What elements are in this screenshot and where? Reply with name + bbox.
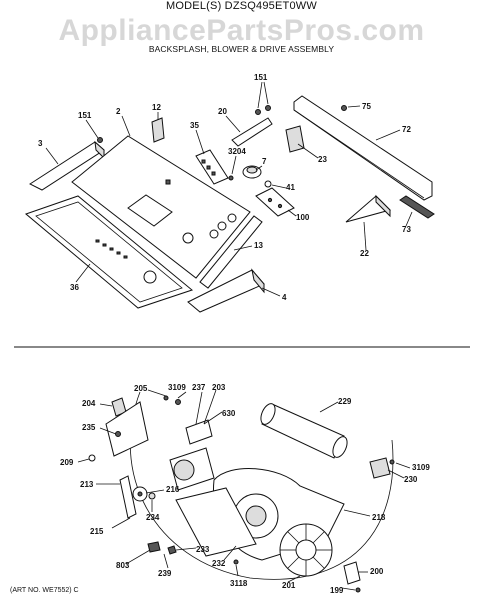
part-label: 4 xyxy=(282,293,287,302)
screw-151 xyxy=(97,105,271,143)
part-label: 22 xyxy=(360,249,369,258)
model-title: MODEL(S) DZSQ495ET0WW xyxy=(166,0,317,12)
part-label: 3109 xyxy=(412,463,430,472)
leader-lines-bottom xyxy=(77,389,411,591)
part-label: 35 xyxy=(190,121,199,130)
belt-loop xyxy=(129,391,394,580)
part-label: 233 xyxy=(196,545,210,554)
part-803-clip xyxy=(147,541,161,553)
part-3-side xyxy=(94,140,105,160)
part-234 xyxy=(148,492,156,500)
part-label: 201 xyxy=(282,581,296,590)
part-203-bracket xyxy=(185,419,213,445)
part-35-switch xyxy=(195,149,229,185)
art-number: (ART NO. WE7552) C xyxy=(10,587,79,594)
part-4-endcap xyxy=(187,269,265,313)
part-239-clip xyxy=(167,545,177,555)
blower-drive-assembly xyxy=(77,389,411,593)
part-41-washer xyxy=(264,180,272,188)
part-label: 215 xyxy=(90,527,104,536)
part-label: 232 xyxy=(212,559,226,568)
part-label: 199 xyxy=(330,586,344,595)
part-2-hole-a xyxy=(209,229,219,239)
part-label: 200 xyxy=(370,567,384,576)
part-label: 239 xyxy=(158,569,172,578)
part-label: 2 xyxy=(116,107,121,116)
part-235-bracket xyxy=(105,401,149,457)
part-36-inner xyxy=(35,201,183,303)
part-label: 20 xyxy=(218,107,227,116)
watermark-logo: AppliancePartsPros.com xyxy=(58,14,425,47)
part-label: 234 xyxy=(146,513,160,522)
part-2-window xyxy=(127,194,173,227)
part-100-bracket xyxy=(255,187,295,217)
part-199-screw xyxy=(355,587,361,593)
leader-lines-top xyxy=(45,81,413,297)
part-200-bracket xyxy=(343,561,361,585)
part-label: 7 xyxy=(262,157,267,166)
part-label: 3204 xyxy=(228,147,246,156)
part-35-terminals xyxy=(201,159,216,176)
part-label: 209 xyxy=(60,458,74,467)
part-23-bracket xyxy=(285,125,305,153)
part-label: 72 xyxy=(402,125,411,134)
part-label: 151 xyxy=(78,111,92,120)
part-label: 235 xyxy=(82,423,96,432)
part-213-idler-arm xyxy=(119,475,137,519)
bottom-labels: 205 3109 237 203 204 630 229 235 209 3109 213 216 23… xyxy=(60,383,430,595)
part-label: 204 xyxy=(82,399,96,408)
screw-75 xyxy=(341,105,347,111)
part-2-slot xyxy=(165,179,171,185)
part-20-bracket xyxy=(231,117,273,147)
section-title: BACKSPLASH, BLOWER & DRIVE ASSEMBLY xyxy=(148,44,335,54)
part-205 xyxy=(163,395,169,401)
part-label: 75 xyxy=(362,102,371,111)
part-label: 3118 xyxy=(230,579,248,588)
part-label: 13 xyxy=(254,241,263,250)
part-36-buttons xyxy=(95,239,128,259)
part-3109-screw xyxy=(389,459,395,465)
part-36-knob-cutout xyxy=(143,270,157,284)
part-label: 237 xyxy=(192,383,206,392)
part-label: 205 xyxy=(134,384,148,393)
part-73-strip xyxy=(399,195,435,219)
part-label: 23 xyxy=(318,155,327,164)
part-3204-screw xyxy=(228,175,234,181)
part-label: 12 xyxy=(152,103,161,112)
part-label: 73 xyxy=(402,225,411,234)
part-label: 630 xyxy=(222,409,236,418)
part-label: 41 xyxy=(286,183,295,192)
part-72-rail xyxy=(293,95,433,201)
part-label: 151 xyxy=(254,73,268,82)
part-label: 230 xyxy=(404,475,418,484)
part-label: 218 xyxy=(372,513,386,522)
part-12-clip xyxy=(151,117,165,143)
part-230-thermostat xyxy=(369,457,391,479)
part-label: 3 xyxy=(38,139,43,148)
part-2-knob-hole xyxy=(182,232,194,244)
part-3118-screw xyxy=(233,559,239,565)
part-72-edge xyxy=(293,109,425,199)
backsplash-assembly xyxy=(25,81,435,313)
blower-wheel-blades xyxy=(280,524,332,576)
part-label: 3109 xyxy=(168,383,186,392)
part-237 xyxy=(175,399,181,405)
motor-base-plate xyxy=(175,487,257,557)
part-2-hole-b xyxy=(217,221,227,231)
part-label: 216 xyxy=(166,485,180,494)
part-label: 203 xyxy=(212,383,226,392)
part-label: 100 xyxy=(296,213,310,222)
part-13-trim xyxy=(199,215,263,289)
part-label: 36 xyxy=(70,283,79,292)
part-2-hole-c xyxy=(227,213,237,223)
part-209-washer xyxy=(88,454,96,462)
part-label: 229 xyxy=(338,397,352,406)
part-label: 213 xyxy=(80,480,94,489)
part-label: 803 xyxy=(116,561,130,570)
